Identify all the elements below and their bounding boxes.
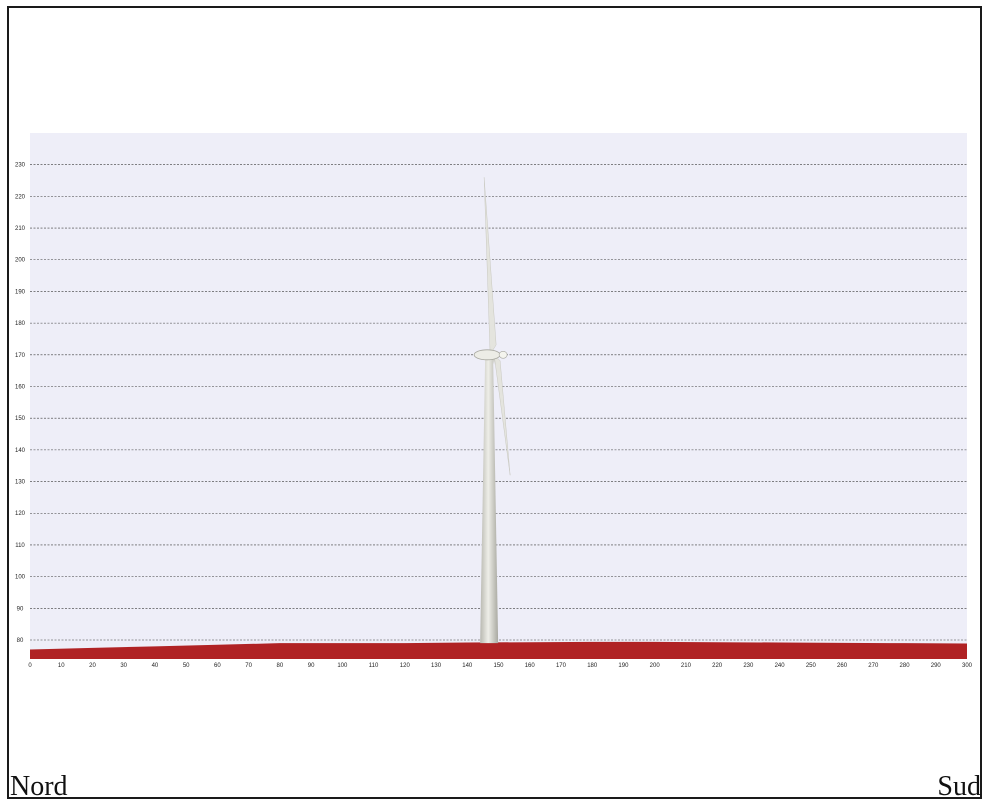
y-tick-label: 160	[15, 384, 26, 390]
y-tick-label: 220	[15, 194, 26, 200]
turbine-tower	[480, 358, 499, 644]
x-tick-label: 130	[431, 663, 442, 669]
x-tick-label: 280	[900, 663, 911, 669]
grid-lines	[30, 164, 967, 641]
x-tick-label: 100	[337, 663, 348, 669]
terrain-area	[30, 641, 967, 659]
x-tick-label: 180	[587, 663, 598, 669]
x-tick-labels: 0 10 20 30 40 50 60 70 80 90 100 110 120 130 140 150 160…	[28, 663, 972, 669]
x-tick-label: 60	[214, 663, 221, 669]
x-tick-label: 80	[277, 663, 284, 669]
x-tick-label: 230	[743, 663, 754, 669]
y-tick-label: 90	[17, 606, 24, 612]
y-tick-label: 230	[15, 163, 26, 169]
x-tick-label: 190	[618, 663, 629, 669]
x-tick-label: 170	[556, 663, 567, 669]
y-tick-label: 120	[15, 511, 26, 517]
x-tick-label: 110	[369, 663, 379, 669]
x-tick-label: 200	[650, 663, 661, 669]
x-tick-label: 0	[28, 663, 32, 669]
x-tick-label: 20	[89, 663, 96, 669]
x-tick-label: 160	[525, 663, 536, 669]
x-tick-label: 120	[400, 663, 411, 669]
south-label: Sud	[937, 771, 981, 802]
wind-turbine	[473, 177, 511, 644]
x-tick-label: 240	[775, 663, 786, 669]
y-tick-label: 80	[17, 638, 24, 644]
x-tick-label: 220	[712, 663, 723, 669]
y-tick-label: 200	[15, 258, 26, 264]
x-tick-label: 140	[462, 663, 473, 669]
y-tick-label: 100	[15, 575, 26, 581]
x-tick-label: 50	[183, 663, 190, 669]
north-label: Nord	[10, 771, 68, 802]
turbine-blade	[483, 177, 497, 356]
x-tick-label: 10	[58, 663, 65, 669]
y-tick-label: 130	[15, 480, 26, 486]
x-tick-label: 290	[931, 663, 942, 669]
x-tick-label: 90	[308, 663, 315, 669]
y-tick-label: 150	[15, 416, 26, 422]
y-tick-labels: 80 90 100 110 120 130 140 150 160 170 180 190 200 210…	[15, 163, 26, 644]
x-tick-label: 210	[681, 663, 692, 669]
turbine-nacelle	[473, 349, 501, 361]
y-tick-label: 110	[15, 543, 25, 549]
x-tick-label: 270	[868, 663, 879, 669]
x-tick-label: 260	[837, 663, 848, 669]
y-tick-label: 190	[15, 289, 26, 295]
y-tick-label: 180	[15, 321, 26, 327]
x-tick-label: 70	[245, 663, 252, 669]
x-tick-label: 30	[120, 663, 127, 669]
y-tick-label: 210	[15, 226, 26, 232]
turbine-hub	[498, 351, 508, 359]
x-tick-label: 150	[493, 663, 504, 669]
y-tick-label: 170	[15, 353, 26, 359]
x-tick-label: 40	[152, 663, 159, 669]
y-tick-label: 140	[15, 448, 26, 454]
x-tick-label: 250	[806, 663, 817, 669]
figure-frame	[7, 6, 982, 799]
plot-background	[30, 133, 967, 659]
x-tick-label: 300	[962, 663, 973, 669]
